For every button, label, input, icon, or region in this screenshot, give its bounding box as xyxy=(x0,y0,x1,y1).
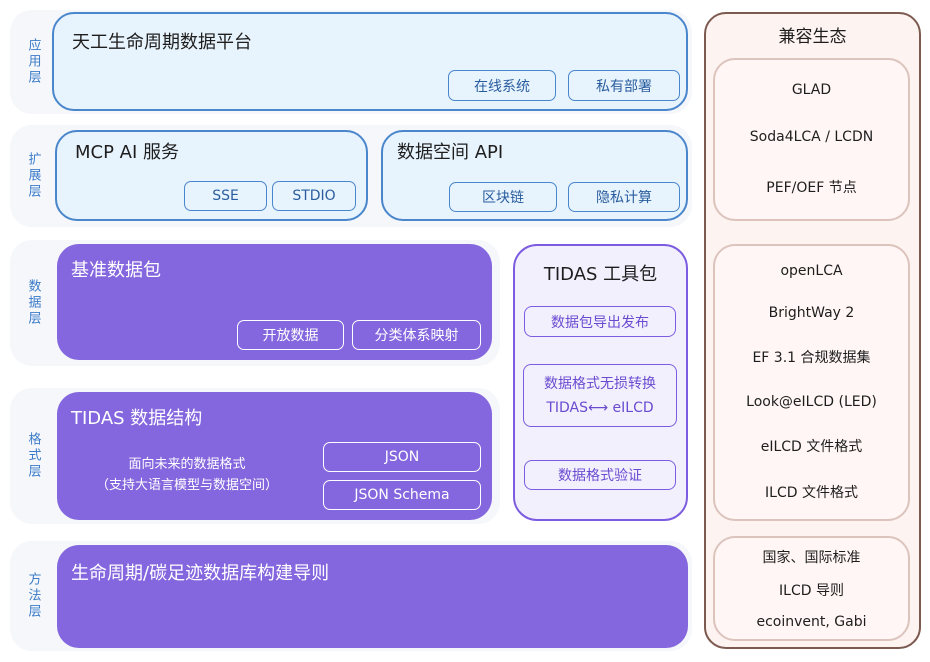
layer-label: 扩展层 xyxy=(25,152,41,200)
eco-group-standards: 国家、国际标准 ILCD 导则 ecoinvent, Gabi xyxy=(713,536,910,641)
format-validate-button[interactable]: 数据格式验证 xyxy=(524,460,676,490)
sse-button[interactable]: SSE xyxy=(184,181,267,211)
layer-label: 格式层 xyxy=(25,432,41,480)
json-button[interactable]: JSON xyxy=(323,442,481,472)
layer-label: 数据层 xyxy=(25,279,41,327)
eco-item: Look@eILCD (LED) xyxy=(746,393,877,410)
structure-description: 面向未来的数据格式 （支持大语言模型与数据空间） xyxy=(57,454,317,496)
eco-item: BrightWay 2 xyxy=(768,305,855,322)
desc-line: 面向未来的数据格式 xyxy=(128,457,246,472)
eco-item: ILCD 文件格式 xyxy=(765,484,858,501)
layer-label: 应用层 xyxy=(25,38,41,86)
box-title: TIDAS 工具包 xyxy=(543,264,658,285)
box-title: 基准数据包 xyxy=(71,260,161,281)
export-publish-button[interactable]: 数据包导出发布 xyxy=(524,306,676,337)
eco-group-platforms: GLAD Soda4LCA / LCDN PEF/OEF 节点 xyxy=(713,58,910,221)
eco-item: PEF/OEF 节点 xyxy=(766,180,857,197)
box-title: 天工生命周期数据平台 xyxy=(72,32,252,53)
eco-item: eILCD 文件格式 xyxy=(760,438,863,455)
json-schema-button[interactable]: JSON Schema xyxy=(323,480,481,510)
private-deploy-button[interactable]: 私有部署 xyxy=(568,70,680,101)
panel-title: 兼容生态 xyxy=(778,27,847,47)
stdio-button[interactable]: STDIO xyxy=(272,181,356,211)
eco-item: ecoinvent, Gabi xyxy=(756,614,867,631)
taxonomy-mapping-button[interactable]: 分类体系映射 xyxy=(352,320,481,350)
layer-label: 方法层 xyxy=(25,572,41,620)
box-title: TIDAS 数据结构 xyxy=(71,408,203,429)
convert-formats: TIDAS⟷ eILCD xyxy=(546,399,654,416)
eco-item: openLCA xyxy=(780,263,843,280)
blockchain-button[interactable]: 区块链 xyxy=(449,182,557,212)
desc-line: （支持大语言模型与数据空间） xyxy=(95,478,278,493)
eco-group-tools: openLCA BrightWay 2 EF 3.1 合规数据集 Look@eI… xyxy=(713,244,910,521)
method-guideline-box: 生命周期/碳足迹数据库构建导则 xyxy=(57,545,688,648)
box-title: 生命周期/碳足迹数据库构建导则 xyxy=(71,563,330,584)
open-data-button[interactable]: 开放数据 xyxy=(237,320,344,350)
eco-item: Soda4LCA / LCDN xyxy=(749,129,874,146)
lossless-convert-button[interactable]: 数据格式无损转换 TIDAS⟷ eILCD xyxy=(523,364,677,427)
eco-item: GLAD xyxy=(791,81,832,98)
eco-item: 国家、国际标准 xyxy=(762,549,861,566)
eco-item: EF 3.1 合规数据集 xyxy=(752,350,871,367)
privacy-compute-button[interactable]: 隐私计算 xyxy=(568,182,680,212)
box-title: MCP AI 服务 xyxy=(75,142,180,163)
online-system-button[interactable]: 在线系统 xyxy=(448,70,556,101)
box-title: 数据空间 API xyxy=(397,142,504,163)
convert-label: 数据格式无损转换 xyxy=(544,375,656,392)
eco-item: ILCD 导则 xyxy=(779,583,844,600)
